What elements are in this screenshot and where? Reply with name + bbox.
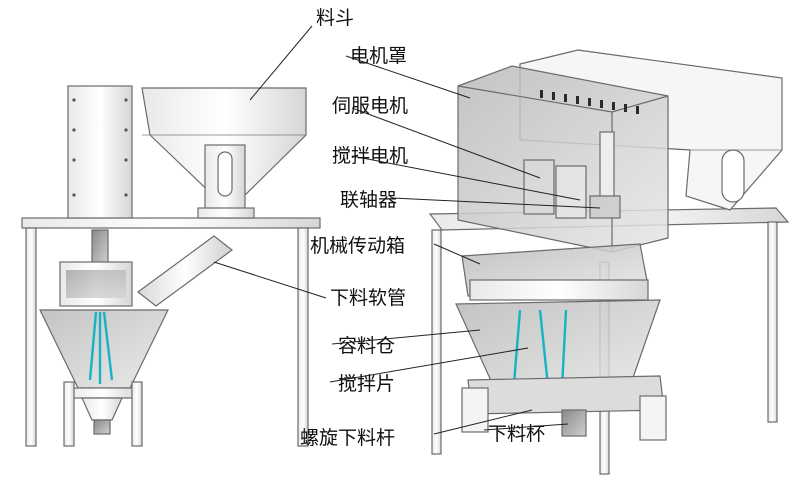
left-feed-hose [137, 235, 233, 307]
label-coupling: 联轴器 [340, 189, 397, 211]
label-feed-hose: 下料软管 [330, 287, 406, 309]
right-coupling [589, 195, 621, 219]
right-isometric-view [428, 49, 790, 475]
right-feed-cup [561, 409, 587, 437]
label-stir-blade: 搅拌片 [338, 373, 395, 395]
left-table-top [21, 217, 321, 229]
label-feed-cup: 下料杯 [488, 423, 545, 445]
left-motor-cover [67, 85, 133, 219]
label-motor-cover: 电机罩 [350, 45, 407, 67]
label-stir-motor: 搅拌电机 [332, 145, 408, 167]
left-leg-a [25, 227, 37, 447]
label-gearbox: 机械传动箱 [310, 235, 405, 257]
label-hopper: 料斗 [316, 7, 354, 29]
right-leg-a [431, 229, 442, 455]
label-screw-rod: 螺旋下料杆 [300, 427, 395, 449]
right-leg-c [767, 221, 778, 423]
label-servo-motor: 伺服电机 [332, 95, 408, 117]
left-leg-b [297, 227, 309, 447]
leader-lines [213, 25, 601, 435]
right-stir-motor [555, 165, 587, 219]
labels: 料斗 电机罩 伺服电机 搅拌电机 联轴器 机械传动箱 下料软管 容料仓 搅拌片 … [300, 7, 545, 449]
label-bin: 容料仓 [338, 335, 395, 357]
left-front-view [21, 85, 321, 447]
